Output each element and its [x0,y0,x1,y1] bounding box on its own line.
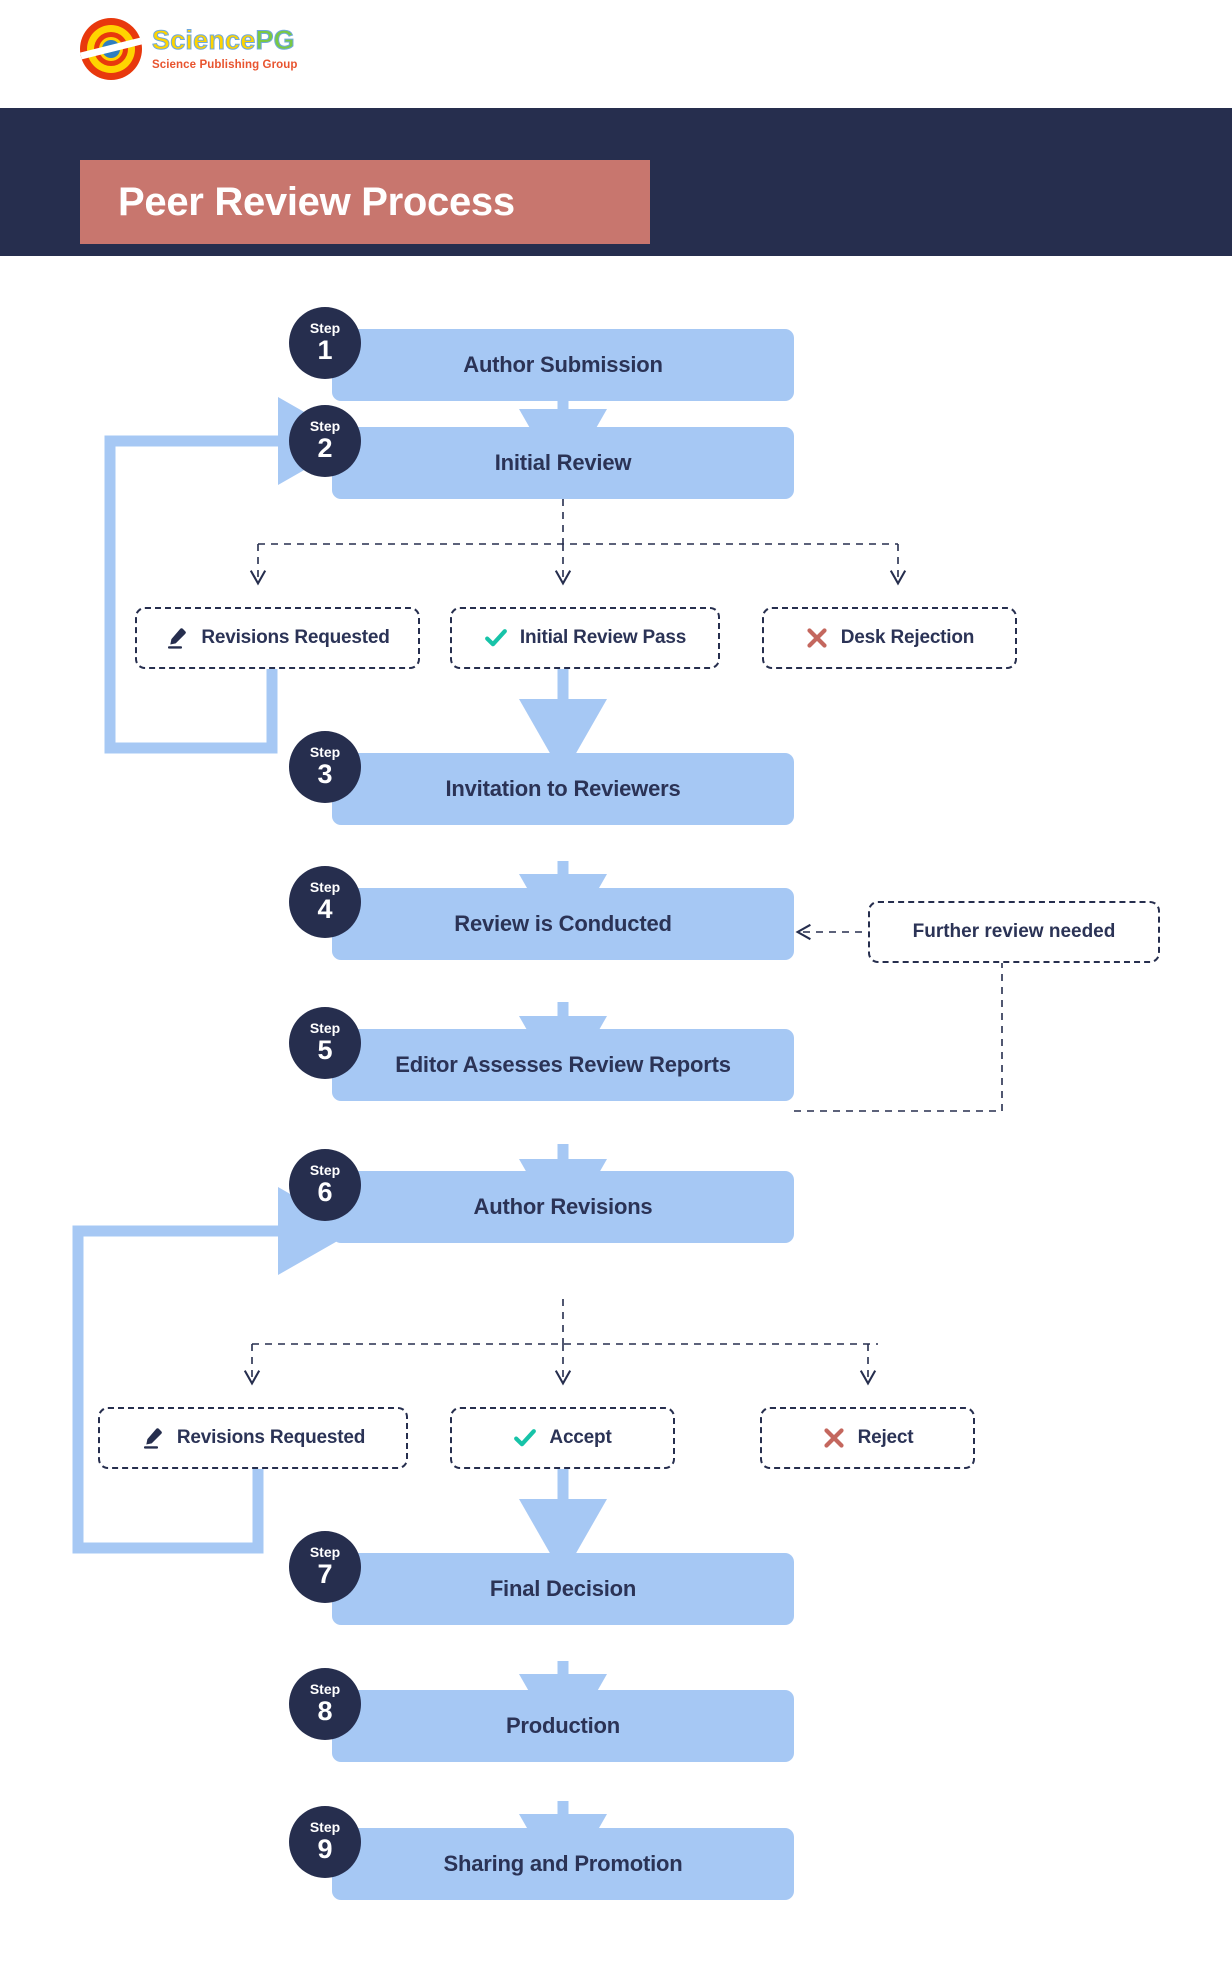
decision-accept[interactable]: Accept [450,1407,675,1469]
decision-label: Initial Review Pass [519,627,687,648]
step-number: 6 [317,1177,333,1208]
title-banner: Peer Review Process [80,160,650,244]
flow-canvas: Author Submission Step 1 Initial Review … [0,256,1232,1986]
flow-node-production[interactable]: Production Step 8 [0,1668,1232,1762]
step-word: Step [309,1681,341,1698]
step-label: Review is Conducted [454,911,672,936]
brand-subtitle: Science Publishing Group [152,58,298,71]
flow-node-editor-assesses-review-reports[interactable]: Editor Assesses Review Reports Step 5 [0,1007,1232,1101]
flow-node-author-revisions[interactable]: Author Revisions Step 6 [0,1149,1232,1243]
logo-bar: SciencePG Science Publishing Group [0,0,1232,108]
step-number: 4 [317,894,333,925]
step-word: Step [309,879,341,896]
step-badge-1: Step 1 [289,307,361,379]
flow-node-invitation-to-reviewers[interactable]: Invitation to Reviewers Step 3 [0,731,1232,825]
step-badge-7: Step 7 [289,1531,361,1603]
step-word: Step [309,1819,341,1836]
brand-wordmark: SciencePG Science Publishing Group [151,24,298,72]
brand-logo: SciencePG Science Publishing Group [80,18,298,80]
sciencepg-circle-logo-icon [80,18,142,80]
decision-label: Reject [857,1427,914,1448]
step-word: Step [309,418,341,435]
step-badge-8: Step 8 [289,1668,361,1740]
flow-node-sharing-and-promotion[interactable]: Sharing and Promotion Step 9 [0,1806,1232,1900]
step-label: Editor Assesses Review Reports [395,1052,731,1077]
step-badge-3: Step 3 [289,731,361,803]
step-box[interactable]: Final Decision [332,1553,794,1625]
step-label: Sharing and Promotion [443,1851,683,1876]
step-box[interactable]: Sharing and Promotion [332,1828,794,1900]
step-box[interactable]: Author Submission [332,329,794,401]
step-box[interactable]: Review is Conducted [332,888,794,960]
step-word: Step [309,1020,341,1037]
step-badge-2: Step 2 [289,405,361,477]
step-number: 8 [317,1696,333,1727]
step-box[interactable]: Production [332,1690,794,1762]
step-label: Production [505,1713,621,1738]
step-label: Author Submission [463,352,663,377]
page-title: Peer Review Process [118,179,515,224]
step-number: 9 [317,1834,333,1865]
step-label: Author Revisions [473,1194,653,1219]
decision-revisions-requested-1[interactable]: Revisions Requested [135,607,420,669]
step-word: Step [309,1544,341,1561]
cross-icon [807,628,827,648]
step-badge-5: Step 5 [289,1007,361,1079]
step-number: 7 [317,1559,333,1590]
note-further-review-needed[interactable]: Further review needed [868,901,1160,963]
decision-label: Desk Rejection [840,627,975,648]
note-label: Further review needed [912,921,1116,942]
step-word: Step [309,744,341,761]
step-label: Invitation to Reviewers [445,776,681,801]
step-box[interactable]: Initial Review [332,427,794,499]
step-number: 5 [317,1035,333,1066]
decision-label: Accept [549,1427,612,1448]
step-box[interactable]: Author Revisions [332,1171,794,1243]
decision-initial-review-pass[interactable]: Initial Review Pass [450,607,720,669]
check-icon [484,629,507,647]
flow-node-initial-review[interactable]: Initial Review Step 2 [0,405,1232,499]
brand-title-part1: Science [151,24,256,55]
step-box[interactable]: Editor Assesses Review Reports [332,1029,794,1101]
decision-reject[interactable]: Reject [760,1407,975,1469]
step-box[interactable]: Invitation to Reviewers [332,753,794,825]
step-badge-4: Step 4 [289,866,361,938]
brand-title-part2: PG [255,24,295,55]
decision-desk-rejection[interactable]: Desk Rejection [762,607,1017,669]
step-label: Initial Review [494,450,632,475]
flow-node-author-submission[interactable]: Author Submission Step 1 [0,307,1232,401]
pencil-icon [168,628,187,649]
step-word: Step [309,320,341,337]
flow-node-final-decision[interactable]: Final Decision Step 7 [0,1531,1232,1625]
step-label: Final Decision [489,1576,637,1601]
step-badge-6: Step 6 [289,1149,361,1221]
decision-label: Revisions Requested [201,627,390,648]
check-icon [514,1429,537,1447]
decision-revisions-requested-2[interactable]: Revisions Requested [98,1407,408,1469]
pencil-icon [143,1428,162,1449]
decision-label: Revisions Requested [176,1427,366,1448]
step-badge-9: Step 9 [289,1806,361,1878]
step-number: 3 [317,759,333,790]
step-word: Step [309,1162,341,1179]
step-number: 1 [317,335,333,366]
brand-title: SciencePG [151,24,298,55]
step-number: 2 [317,433,333,464]
flow-node-review-is-conducted[interactable]: Review is Conducted Step 4 [0,866,1232,960]
cross-icon [823,1428,844,1448]
